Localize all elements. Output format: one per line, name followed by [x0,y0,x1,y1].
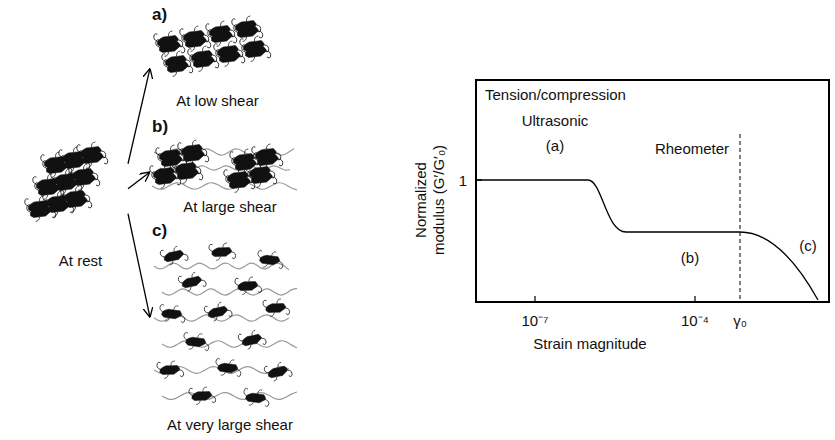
clay-platelet [241,39,272,65]
panel-letter: b) [152,118,168,136]
axis-value: γ₀ [733,312,747,330]
particle-illustration [152,222,302,434]
clay-platelet [155,34,186,60]
clay-platelet [262,296,290,318]
clay-platelet [216,358,241,376]
clay-platelet [70,167,101,193]
method-label: Rheometer [655,140,729,158]
axis-title: Normalized modulus (G′/G′₀) [412,135,448,265]
shear-arrow [128,214,150,318]
clay-platelet [263,359,293,385]
method-label: Tension/compression Ultrasonic [485,82,625,134]
clay-platelet [163,54,194,80]
shear-arrow [128,172,150,189]
particle-illustration [35,145,120,270]
regime-label: (b) [681,249,699,267]
clay-platelet [234,274,262,296]
axis-value: 10⁻⁴ [681,312,709,330]
clay-platelet [233,19,264,45]
clay-platelet [62,189,93,215]
clay-platelet [208,240,236,262]
axis-value: 10⁻⁷ [521,312,548,330]
panel-letter: c) [152,222,167,240]
clay-platelet [181,29,212,55]
axis-value: 1 [459,172,467,190]
panel-letter: a) [152,6,167,24]
clay-platelet [177,269,207,295]
state-caption: At low shear [152,92,283,110]
clay-platelet [78,145,109,171]
clay-platelet [160,304,185,322]
particle-cluster: At rest [35,145,126,270]
polymer-chain [162,341,297,348]
clay-platelet [156,358,184,380]
state-caption: At very large shear [152,416,308,434]
axis-title: Strain magnitude [533,335,646,353]
axis-tick [534,296,535,302]
particle-cluster: c) At very large shear [152,222,308,434]
state-caption: At large shear [152,198,308,216]
clay-platelet [215,44,246,70]
clay-platelet [203,299,233,325]
regime-label: (c) [799,237,817,255]
clay-platelet [189,49,220,75]
modulus-curve [477,180,818,300]
polymer-chain [162,288,297,295]
clay-platelet [207,24,238,50]
clay-platelet [244,388,269,406]
clay-platelet [247,165,278,191]
clay-platelet [173,161,204,187]
critical-strain-line [740,134,741,301]
clay-platelet [258,250,283,268]
axis-tick [694,296,695,302]
particle-cluster: b) At large shear [152,118,308,216]
clay-platelet [184,332,209,350]
chart-frame [476,80,829,302]
clay-platelet [188,384,216,406]
clay-platelet [237,327,267,353]
particle-cluster: a) At low shear [152,6,283,110]
clay-platelet [159,243,189,269]
state-caption: At rest [35,252,126,270]
polymer-chain [162,392,297,399]
shear-arrow [128,68,150,163]
regime-label: (a) [546,137,564,155]
